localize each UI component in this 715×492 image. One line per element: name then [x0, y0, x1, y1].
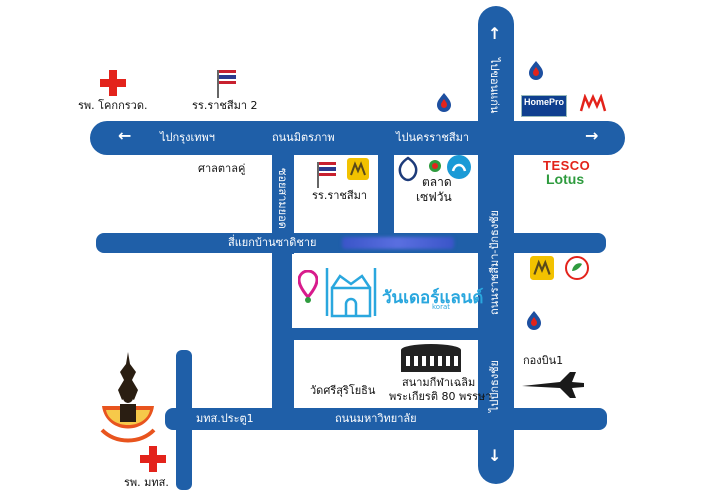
place-market: ตลาด: [422, 175, 452, 189]
road-label-mittraphap: ถนนมิตรภาพ: [272, 131, 335, 144]
place-school: รร.ราชสีมา: [312, 189, 368, 202]
location-pin-icon: [298, 270, 318, 303]
castle-icon: [325, 268, 377, 318]
lotus-logo: Lotus: [546, 171, 585, 187]
road-label-to-pakthongchai: ไปปักธงชัย: [488, 360, 501, 413]
hospital-cross-icon: [100, 70, 126, 96]
road-mts-vertical: [176, 350, 192, 490]
place-wonderland-sub: korat: [432, 303, 450, 311]
road-mahawitthayalai: [165, 408, 607, 430]
place-hospital-khok-kruat: รพ. โคกกรวด.: [78, 99, 148, 112]
road-label-to-bangkok: ไปกรุงเทพฯ: [160, 131, 215, 144]
place-sala-ta-du: ศาลตาลคู่: [198, 162, 246, 175]
place-wat: วัดศรีสุริโยธิน: [310, 384, 376, 397]
hospital-cross-icon: [140, 446, 166, 472]
arrow-left-icon: ←: [118, 126, 132, 145]
green-dot-icon: [429, 160, 441, 172]
road-label-soi: ซอยสามยอด: [276, 168, 289, 229]
ptt-gas-station-icon: [529, 61, 543, 80]
arrow-up-icon: ↑: [488, 24, 502, 43]
road-block-divider: [288, 328, 488, 340]
road-label-intersection: สี่แยกบ้านซาดิชาย: [228, 236, 317, 249]
homepro-label: HomePro: [523, 97, 564, 107]
ptt-gas-station-icon: [437, 93, 451, 112]
tesco-logo: TESCO: [543, 158, 591, 173]
flag-icon: [217, 70, 236, 98]
krungsri-bank-icon: [347, 158, 369, 180]
arrow-right-icon: →: [585, 126, 599, 145]
road-label-mahawitthayalai: ถนนมหาวิทยาลัย: [335, 412, 417, 425]
road-mittraphap: [90, 121, 625, 155]
place-school-2: รร.ราชสีมา 2: [192, 99, 258, 112]
place-stadium-1: สนามกีฬาเฉลิม: [402, 376, 476, 389]
megahome-logo-icon: [579, 94, 607, 112]
road-side-upper: [378, 150, 394, 238]
sut-emblem-icon: [100, 352, 156, 443]
place-hospital-mts: รพ. มทส.: [124, 476, 169, 489]
wonderland-block: [292, 254, 478, 328]
arrow-down-icon: ↓: [488, 446, 502, 465]
shield-logo-icon: [398, 156, 418, 182]
homepro-logo: HomePro: [521, 95, 567, 117]
road-label-to-nakhon-ratchasima: ไปนครราชสีมา: [396, 131, 469, 144]
flag-icon: [317, 162, 336, 188]
road-label-mts-gate: มทส.ประตู1: [196, 412, 254, 425]
place-stadium-2: พระเกียรติ 80 พรรษา: [389, 390, 492, 403]
ptt-gas-station-icon: [527, 311, 541, 330]
krungsri-bank-icon: [530, 256, 554, 280]
road-label-ratchasima-pakthongchai: ถนนราชสีมา-ปักธงชัย: [488, 210, 501, 315]
place-kongbin: กองบิน1: [523, 354, 564, 367]
stadium-icon: [401, 344, 461, 372]
place-market-2: เซฟวัน: [416, 190, 452, 204]
road-label-to-khon-kaen: ไปขอนแก่น: [488, 58, 501, 114]
blurred-text: [342, 237, 454, 249]
road-soi: [272, 150, 294, 430]
jet-plane-icon: [522, 372, 584, 398]
ktb-bank-icon: [447, 155, 471, 179]
leaf-logo-icon: [565, 256, 589, 280]
place-wonderland: วันเดอร์แลนด์: [382, 288, 484, 308]
